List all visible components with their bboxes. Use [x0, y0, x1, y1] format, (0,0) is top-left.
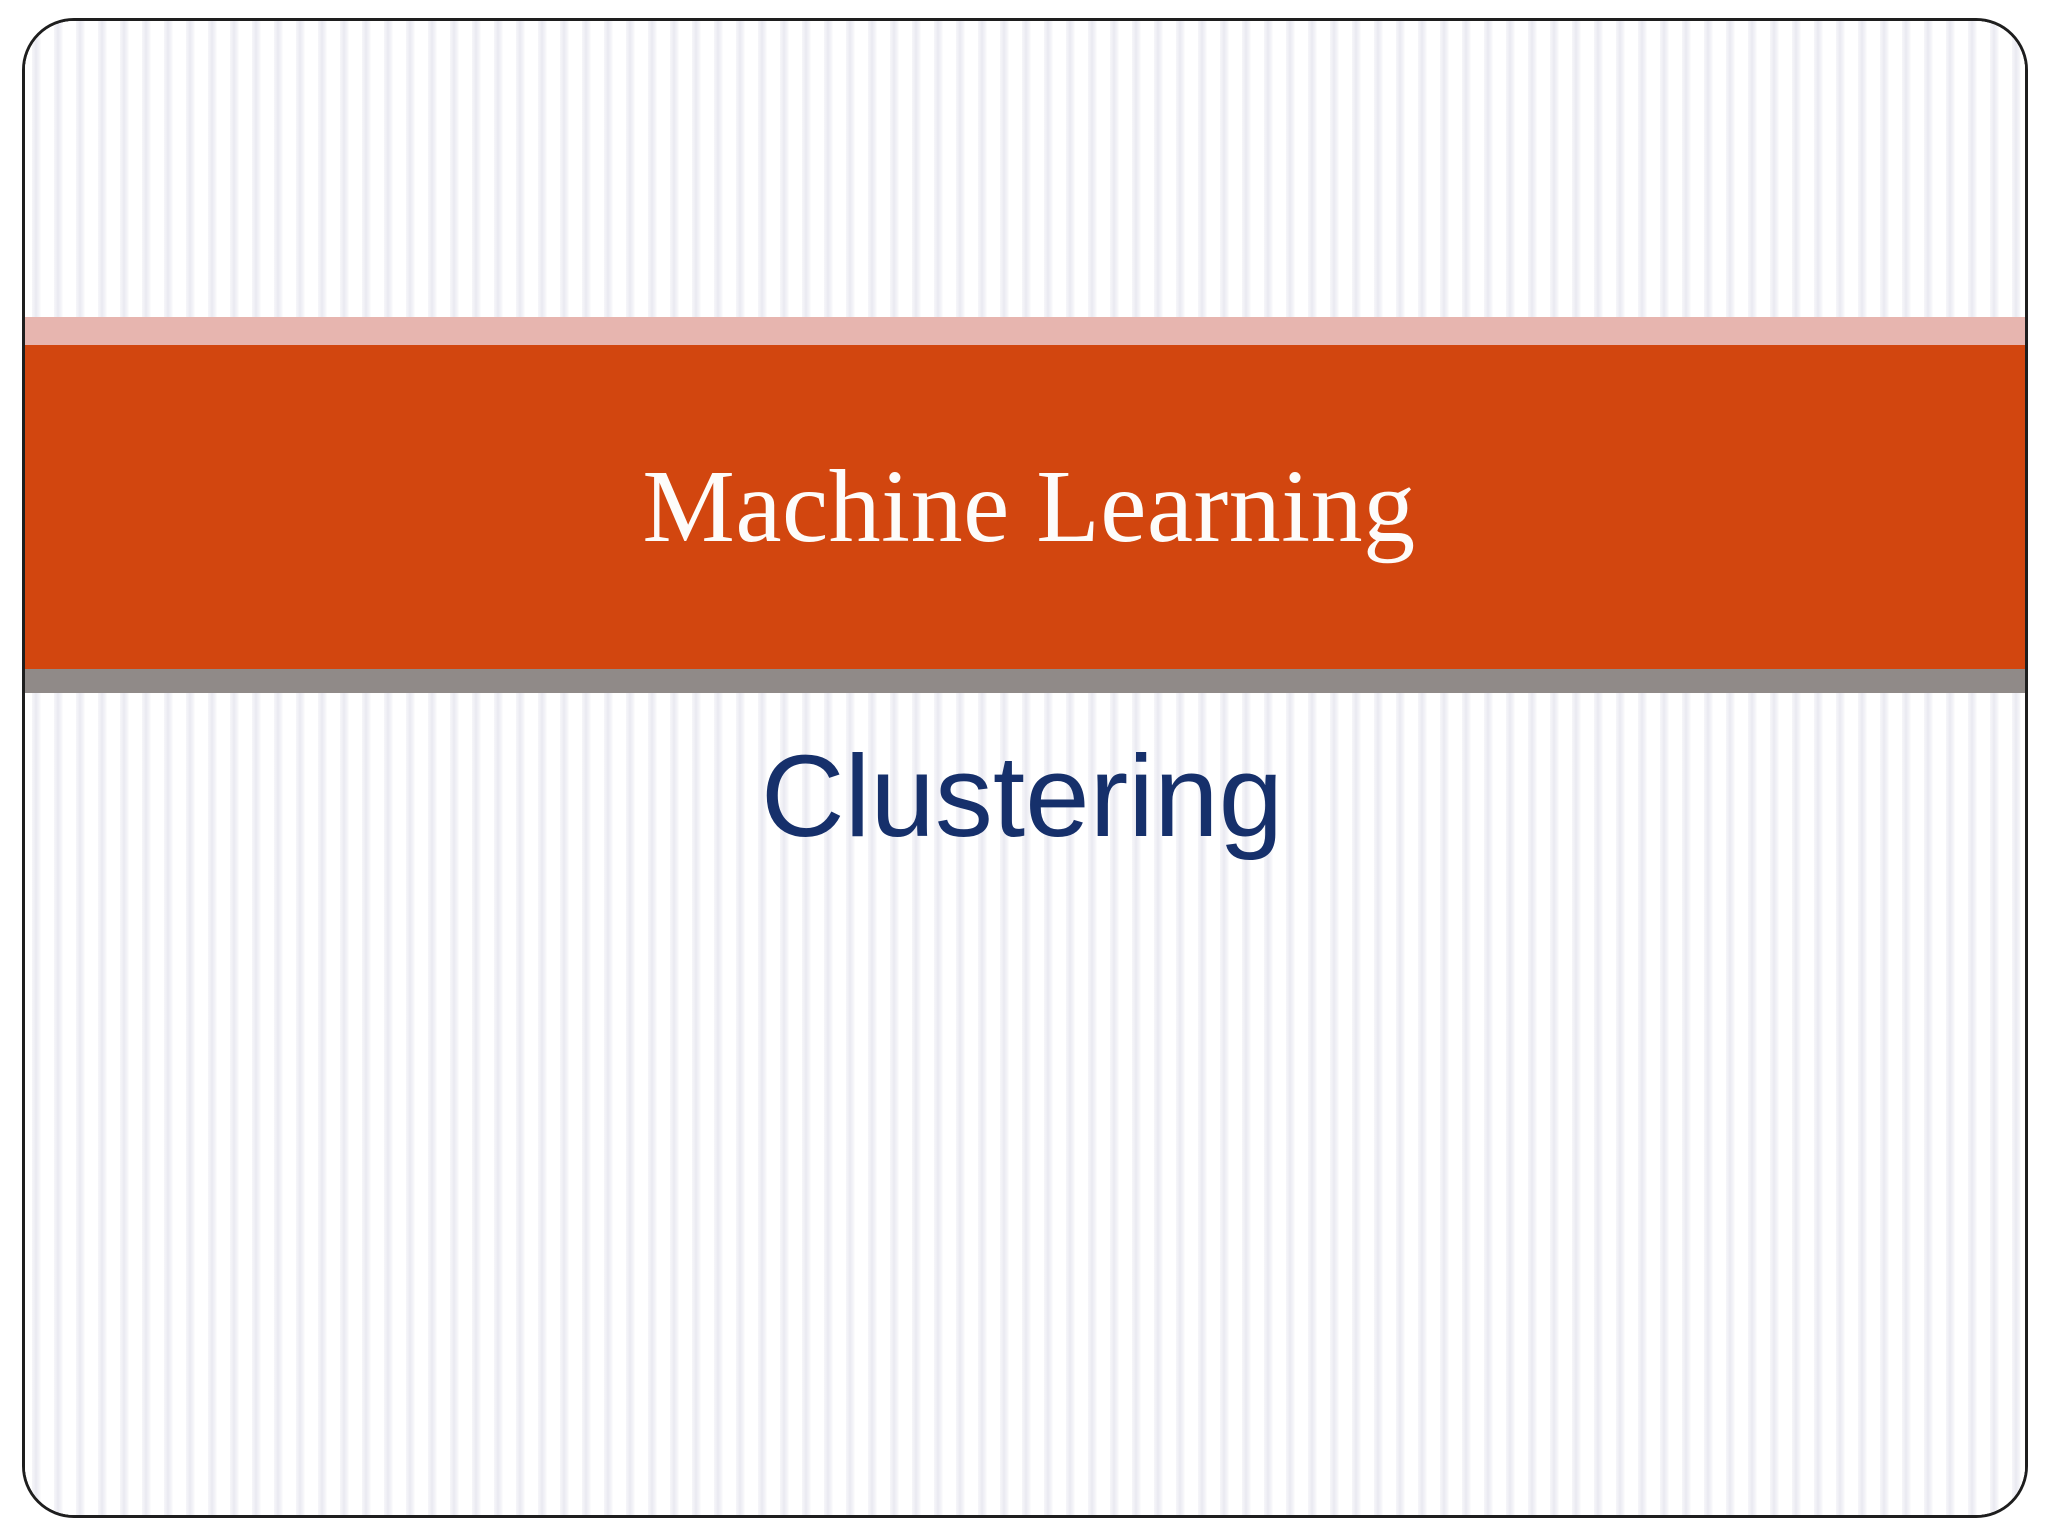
slide-background-pattern [25, 21, 2025, 1515]
title-band [25, 345, 2025, 669]
slide-title: Machine Learning [642, 449, 1416, 564]
presentation-slide: Machine Learning Clustering [22, 18, 2028, 1518]
slide-subtitle: Clustering [760, 731, 1284, 861]
title-band-shadow-stripe [25, 669, 2025, 693]
title-band-highlight-stripe [25, 317, 2025, 345]
slide-content-area [25, 881, 2025, 1515]
